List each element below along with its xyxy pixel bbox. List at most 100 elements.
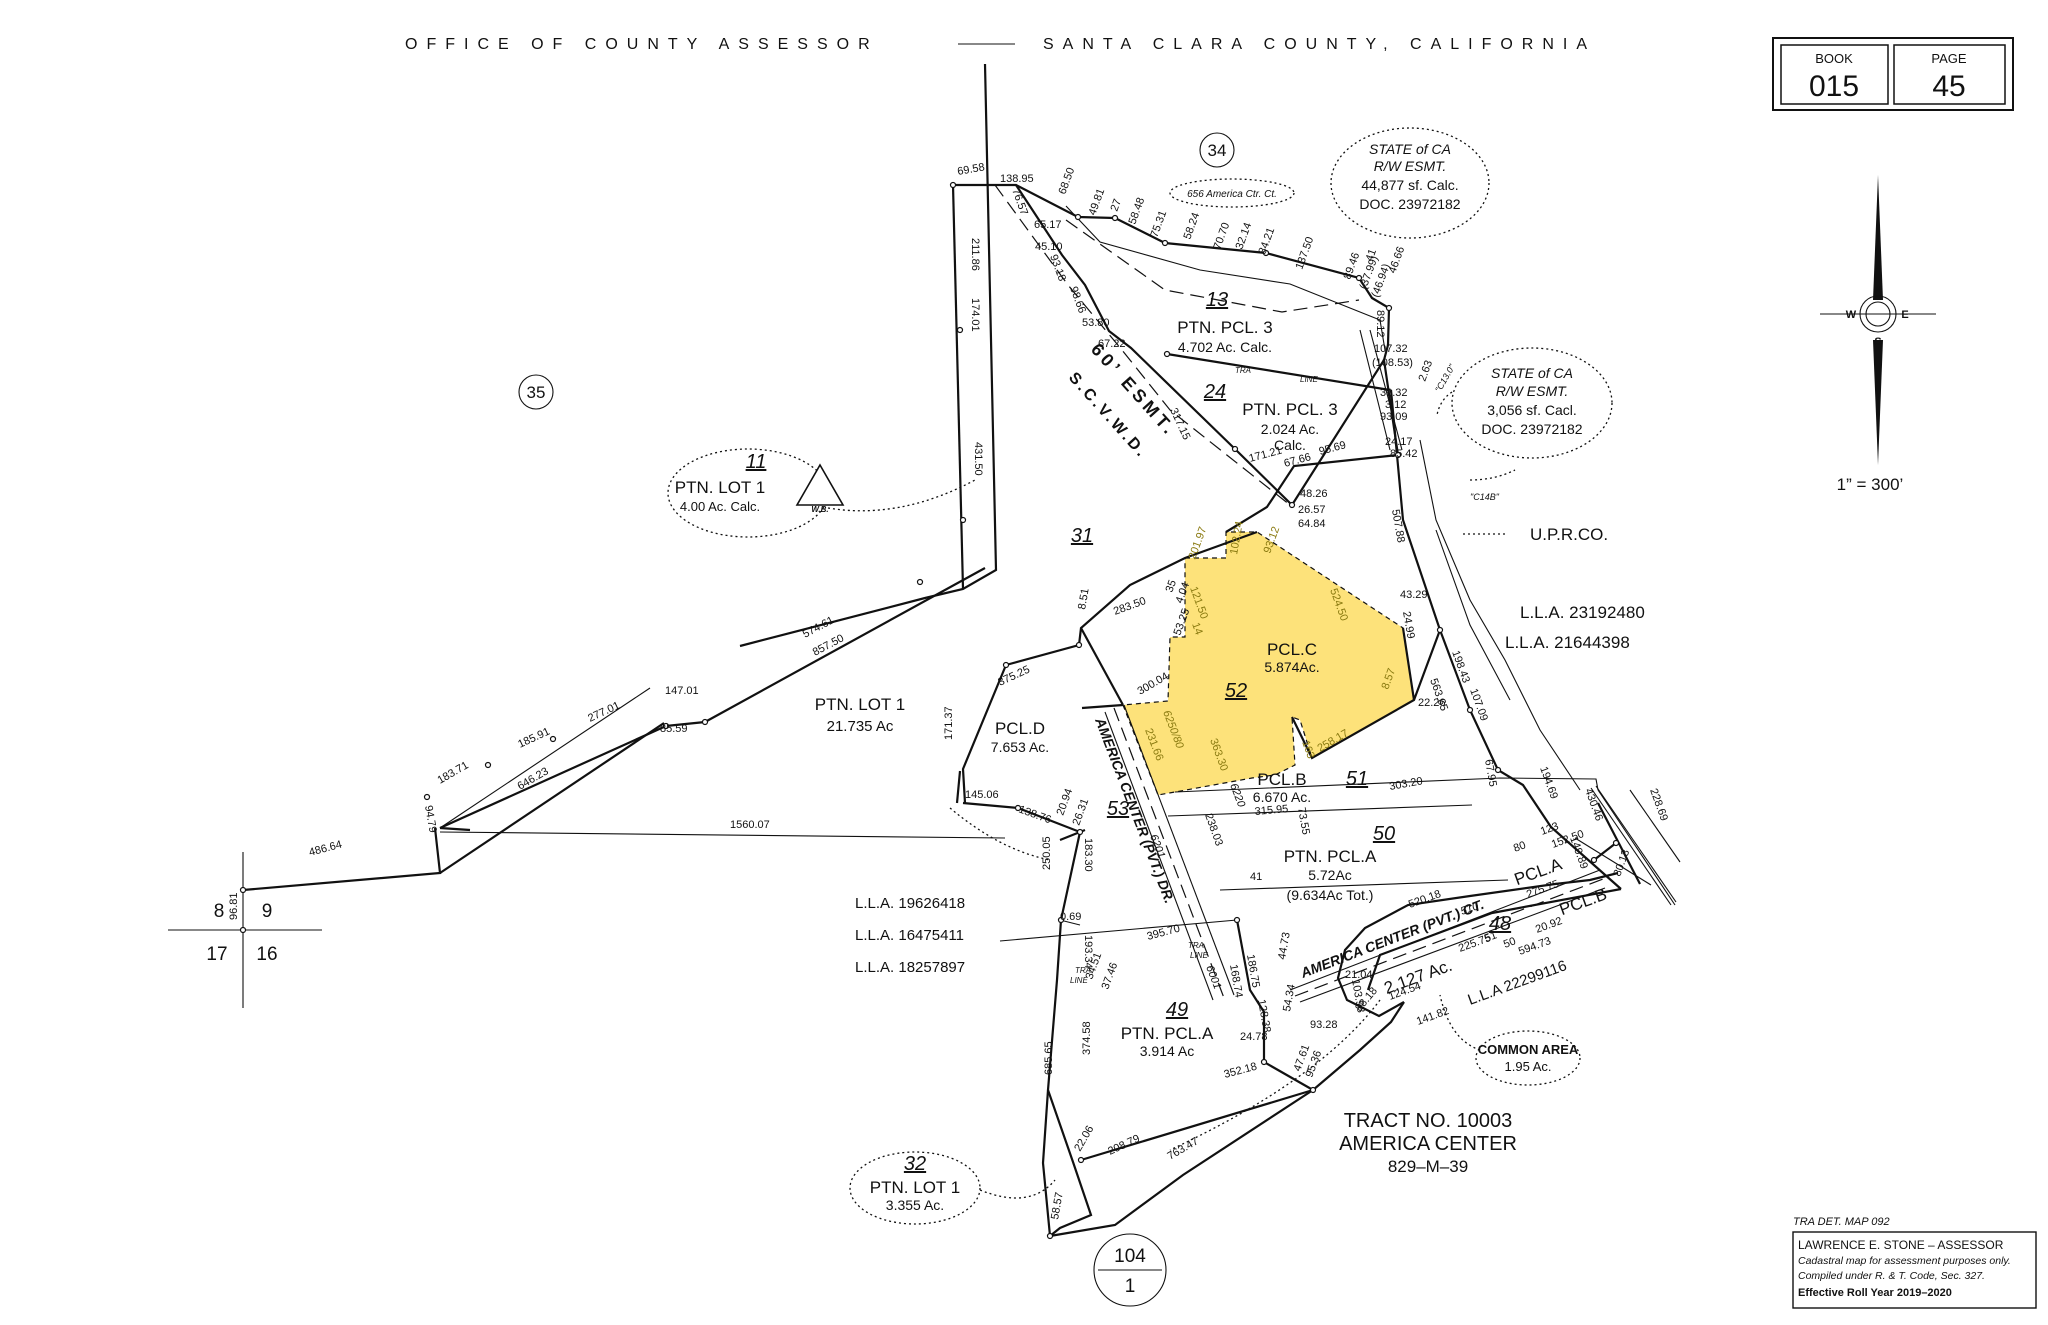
parcel-49-area: 3.914 Ac (1140, 1043, 1195, 1059)
line-label-2: LINE (1070, 976, 1088, 985)
dim: 238.03 (1202, 812, 1225, 848)
dim: 43.29 (1400, 589, 1428, 601)
dimension-labels: 69.58 138.95 211.86 174.01 431.50 76.57 … (228, 161, 1670, 1220)
dim: 58.48 (1127, 196, 1148, 226)
compass-s: S (1874, 336, 1881, 348)
dim: 486.64 (308, 839, 344, 859)
dim: 67.22 (1098, 338, 1126, 350)
parcel-48-pclb: PCL.B (1557, 885, 1610, 920)
circle-104-bottom: 1 (1125, 1276, 1136, 1297)
section-8: 8 (214, 901, 225, 922)
vertex (549, 735, 557, 743)
dim: 228.69 (1647, 787, 1670, 823)
page-label: PAGE (1931, 51, 1966, 66)
r-w-easement-line (1065, 219, 1360, 313)
vertex (1262, 249, 1270, 257)
dim: 24.78 (1240, 1031, 1268, 1043)
dim: 37.46 (1100, 961, 1121, 991)
dim: 85.42 (1390, 448, 1418, 460)
dim: 84.21 (1257, 226, 1278, 256)
easement-arc (1065, 205, 1386, 351)
lla-21644398: L.L.A. 21644398 (1505, 633, 1630, 652)
dim: 75.31 (1149, 209, 1170, 239)
parcel-49-number: 49 (1166, 999, 1188, 1021)
easement-1-doc: DOC. 23972182 (1359, 196, 1460, 212)
vertex (1590, 856, 1598, 864)
dim: 35 (1164, 578, 1179, 594)
oval-common-area (1475, 1030, 1581, 1086)
tract-name: AMERICA CENTER (1339, 1133, 1517, 1155)
uprco-label: U.P.R.CO. (1530, 525, 1608, 544)
tra-label-1: TRA (1235, 366, 1251, 375)
vertex (701, 718, 709, 726)
easement-2-doc: DOC. 23972182 (1481, 421, 1582, 437)
dim: 283.50 (1112, 595, 1148, 618)
dim: 123 (1539, 820, 1560, 838)
dim: 48.26 (1300, 488, 1328, 500)
dim: 174.01 (969, 298, 981, 332)
cadastral-note: Cadastral map for assessment purposes on… (1798, 1255, 2011, 1267)
dim: 26.31 (1071, 797, 1092, 827)
oval-easement-1 (1330, 127, 1490, 239)
section-16: 16 (256, 944, 277, 965)
address-label: 656 America Ctr. Ct. (1187, 189, 1277, 200)
parcel-49-label: PTN. PCL.A (1121, 1024, 1214, 1043)
easement-1-area: 44,877 sf. Calc. (1361, 177, 1458, 193)
street-dr-east (1123, 704, 1235, 996)
leader-easement-2 (1436, 391, 1453, 416)
north-arrow: N S E W 1” = 300’ (1820, 175, 1936, 494)
vertex (1046, 1232, 1054, 1240)
dim: 194.69 (1537, 765, 1560, 801)
survey-vertices (239, 181, 1620, 1240)
dim: 168.74 (1227, 963, 1245, 998)
dim: 70.70 (1212, 221, 1233, 251)
parcel-52-highlight (1122, 531, 1415, 796)
boundary-49-southeast (1049, 1089, 1314, 1238)
compass-inner-ring (1865, 301, 1891, 327)
dim: 277.01 (586, 700, 622, 725)
dim: 93.09 (1380, 411, 1408, 423)
dim: 685.65 (1043, 1041, 1055, 1075)
dim: 64.84 (1298, 518, 1326, 530)
vertex (484, 761, 492, 769)
easement-2-area: 3,056 sf. Cacl. (1487, 402, 1577, 418)
parcel-51-area: 6.670 Ac. (1253, 789, 1311, 805)
vertex (423, 793, 431, 801)
header-title: OFFICE OF COUNTY ASSESSOR (405, 36, 879, 53)
dim: 594.73 (1517, 935, 1553, 958)
parcel-31-label: PTN. LOT 1 (815, 695, 905, 714)
vertex (1355, 274, 1363, 282)
dim: 141.82 (1415, 1005, 1451, 1028)
vertex (959, 516, 967, 524)
circle-34-label: 34 (1208, 141, 1227, 160)
scale-label: 1” = 300’ (1837, 475, 1904, 494)
circle-35-label: 35 (527, 383, 546, 402)
dim: 520.18 (1407, 888, 1443, 911)
lla-22299116: L.L.A 22299116 (1466, 957, 1570, 1009)
dim: 22.06 (1072, 1124, 1096, 1154)
footer-box (1792, 1231, 2037, 1309)
vertex (1494, 766, 1502, 774)
tract-record: 829–M–39 (1388, 1157, 1468, 1176)
street-america-center-ct: AMERICA CENTER (PVT.) CT. (1297, 896, 1486, 981)
dim: 98.66 (1067, 285, 1088, 315)
parcel-32-label: PTN. LOT 1 (870, 1178, 960, 1197)
easement-1-type: R/W ESMT. (1374, 158, 1447, 174)
vertex (1394, 451, 1402, 459)
tra-detail-map: TRA DET. MAP 092 (1793, 1216, 1890, 1228)
compiled-note: Compiled under R. & T. Code, Sec. 327. (1798, 1270, 1985, 1282)
lla-16475411: L.L.A. 16475411 (855, 927, 964, 944)
dim: 85.59 (660, 723, 688, 735)
parcel-24-label: PTN. PCL. 3 (1242, 400, 1337, 419)
book-cell (1780, 44, 1889, 105)
dim: 107.32 (1374, 343, 1408, 355)
boundary-49-south (1080, 1088, 1314, 1162)
dim: 315.95 (1254, 803, 1289, 818)
vertex (956, 326, 964, 334)
dim: 2.63 (1417, 359, 1436, 383)
boundary-53-49-west (962, 801, 1093, 1237)
page-number: 45 (1932, 70, 1965, 103)
section-9: 9 (262, 901, 273, 922)
parcel-52-pcl: PCL.C (1267, 640, 1317, 659)
vertex (1057, 916, 1065, 924)
